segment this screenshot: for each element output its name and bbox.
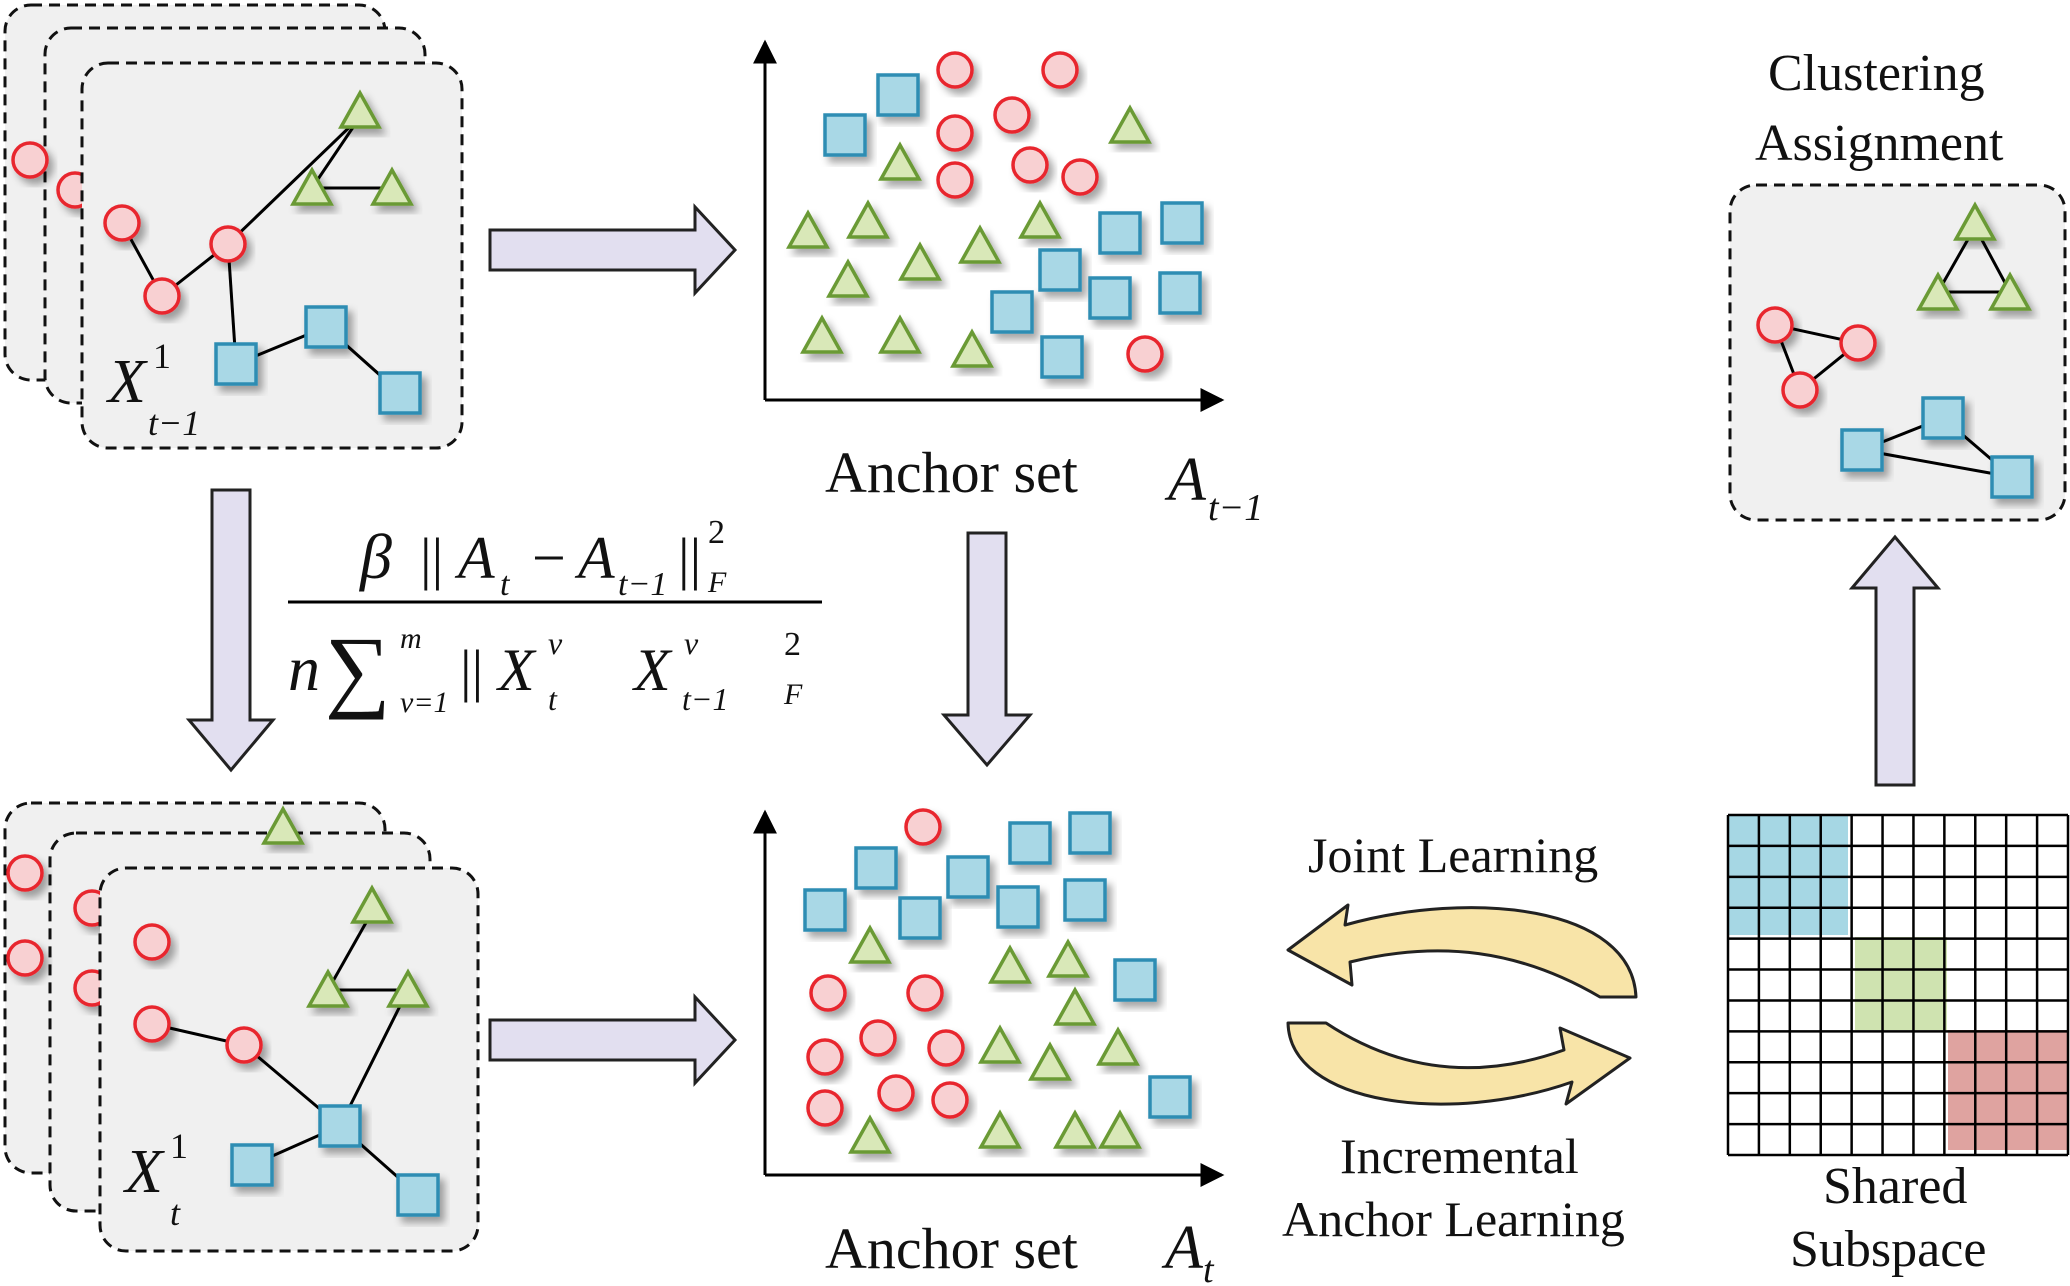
- svg-text:X: X: [105, 348, 148, 416]
- arrow-bottom-right: [488, 993, 738, 1087]
- svg-text:t−1: t−1: [682, 681, 728, 717]
- svg-text:t: t: [548, 681, 558, 717]
- svg-text:F: F: [707, 566, 727, 599]
- svg-text:t−1: t−1: [618, 566, 667, 603]
- svg-text:2: 2: [784, 626, 801, 663]
- svg-text:1: 1: [153, 336, 171, 376]
- svg-text:−: −: [532, 525, 566, 591]
- svg-text:A: A: [574, 525, 615, 591]
- svg-text:Incremental: Incremental: [1340, 1128, 1579, 1184]
- svg-text:X: X: [496, 637, 537, 703]
- svg-text:Anchor set: Anchor set: [825, 440, 1078, 505]
- shared-subspace-matrix: [1726, 813, 2070, 1157]
- svg-text:t: t: [500, 566, 511, 603]
- view-label-current: X 1 t: [122, 1126, 188, 1233]
- svg-text:A: A: [454, 525, 495, 591]
- joint-learning-cycle: [1286, 903, 1638, 1106]
- svg-text:A: A: [1161, 1214, 1204, 1282]
- joint-learning-label: Joint Learning: [1308, 827, 1598, 883]
- formula-denominator: n ∑ m v=1 || X v t X v t−1 2 F: [288, 618, 803, 720]
- svg-text:Clustering: Clustering: [1768, 45, 1985, 102]
- arrow-middle-down: [940, 531, 1034, 768]
- svg-text:1: 1: [170, 1126, 188, 1166]
- svg-text:Assignment: Assignment: [1755, 115, 2004, 172]
- shared-subspace-label: Shared Subspace: [1790, 1158, 1986, 1278]
- svg-text:t−1: t−1: [148, 403, 200, 443]
- svg-text:||: ||: [460, 638, 483, 703]
- anchor-set-label-previous: Anchor set A t−1: [825, 440, 1263, 529]
- svg-text:Anchor Learning: Anchor Learning: [1282, 1191, 1625, 1247]
- svg-text:X: X: [632, 637, 673, 703]
- clustering-assignment-card: [1728, 183, 2067, 522]
- view-stack-previous: X 1 t−1: [3, 3, 464, 450]
- incremental-anchor-learning-label: Incremental Anchor Learning: [1282, 1128, 1625, 1247]
- arrow-right-up: [1848, 534, 1942, 787]
- svg-text:Anchor set: Anchor set: [825, 1216, 1078, 1281]
- view-label-previous: X 1 t−1: [105, 336, 200, 443]
- svg-text:t: t: [1203, 1249, 1215, 1286]
- formula-numerator: β || A t − A t−1 || 2 F: [358, 514, 727, 603]
- clustering-assignment-label: Clustering Assignment: [1755, 45, 2004, 172]
- svg-text:X: X: [122, 1138, 165, 1206]
- svg-text:m: m: [400, 622, 422, 655]
- anchor-set-label-current: Anchor set A t: [825, 1214, 1215, 1286]
- svg-text:2: 2: [708, 514, 725, 551]
- svg-text:Shared: Shared: [1823, 1158, 1967, 1215]
- svg-text:||: ||: [678, 526, 701, 591]
- svg-text:v=1: v=1: [400, 686, 449, 719]
- view-stack-current: X 1 t: [3, 801, 480, 1253]
- svg-text:v: v: [548, 625, 563, 661]
- svg-text:n: n: [288, 633, 320, 704]
- anchor-scatter-previous: [753, 39, 1225, 412]
- svg-text:||: ||: [420, 526, 443, 591]
- svg-text:t−1: t−1: [1208, 487, 1263, 529]
- svg-text:t: t: [170, 1193, 181, 1233]
- arrow-left-down: [185, 488, 277, 773]
- svg-text:v: v: [684, 625, 699, 661]
- anchor-change-formula: β || A t − A t−1 || 2 F n ∑ m v=1 || X v…: [288, 514, 822, 720]
- svg-text:β: β: [358, 521, 392, 592]
- svg-text:F: F: [783, 678, 803, 711]
- svg-text:A: A: [1164, 446, 1207, 514]
- anchor-scatter-current: [753, 810, 1225, 1187]
- svg-text:∑: ∑: [325, 618, 391, 720]
- arrow-top-right: [488, 203, 738, 297]
- svg-text:Subspace: Subspace: [1790, 1221, 1986, 1278]
